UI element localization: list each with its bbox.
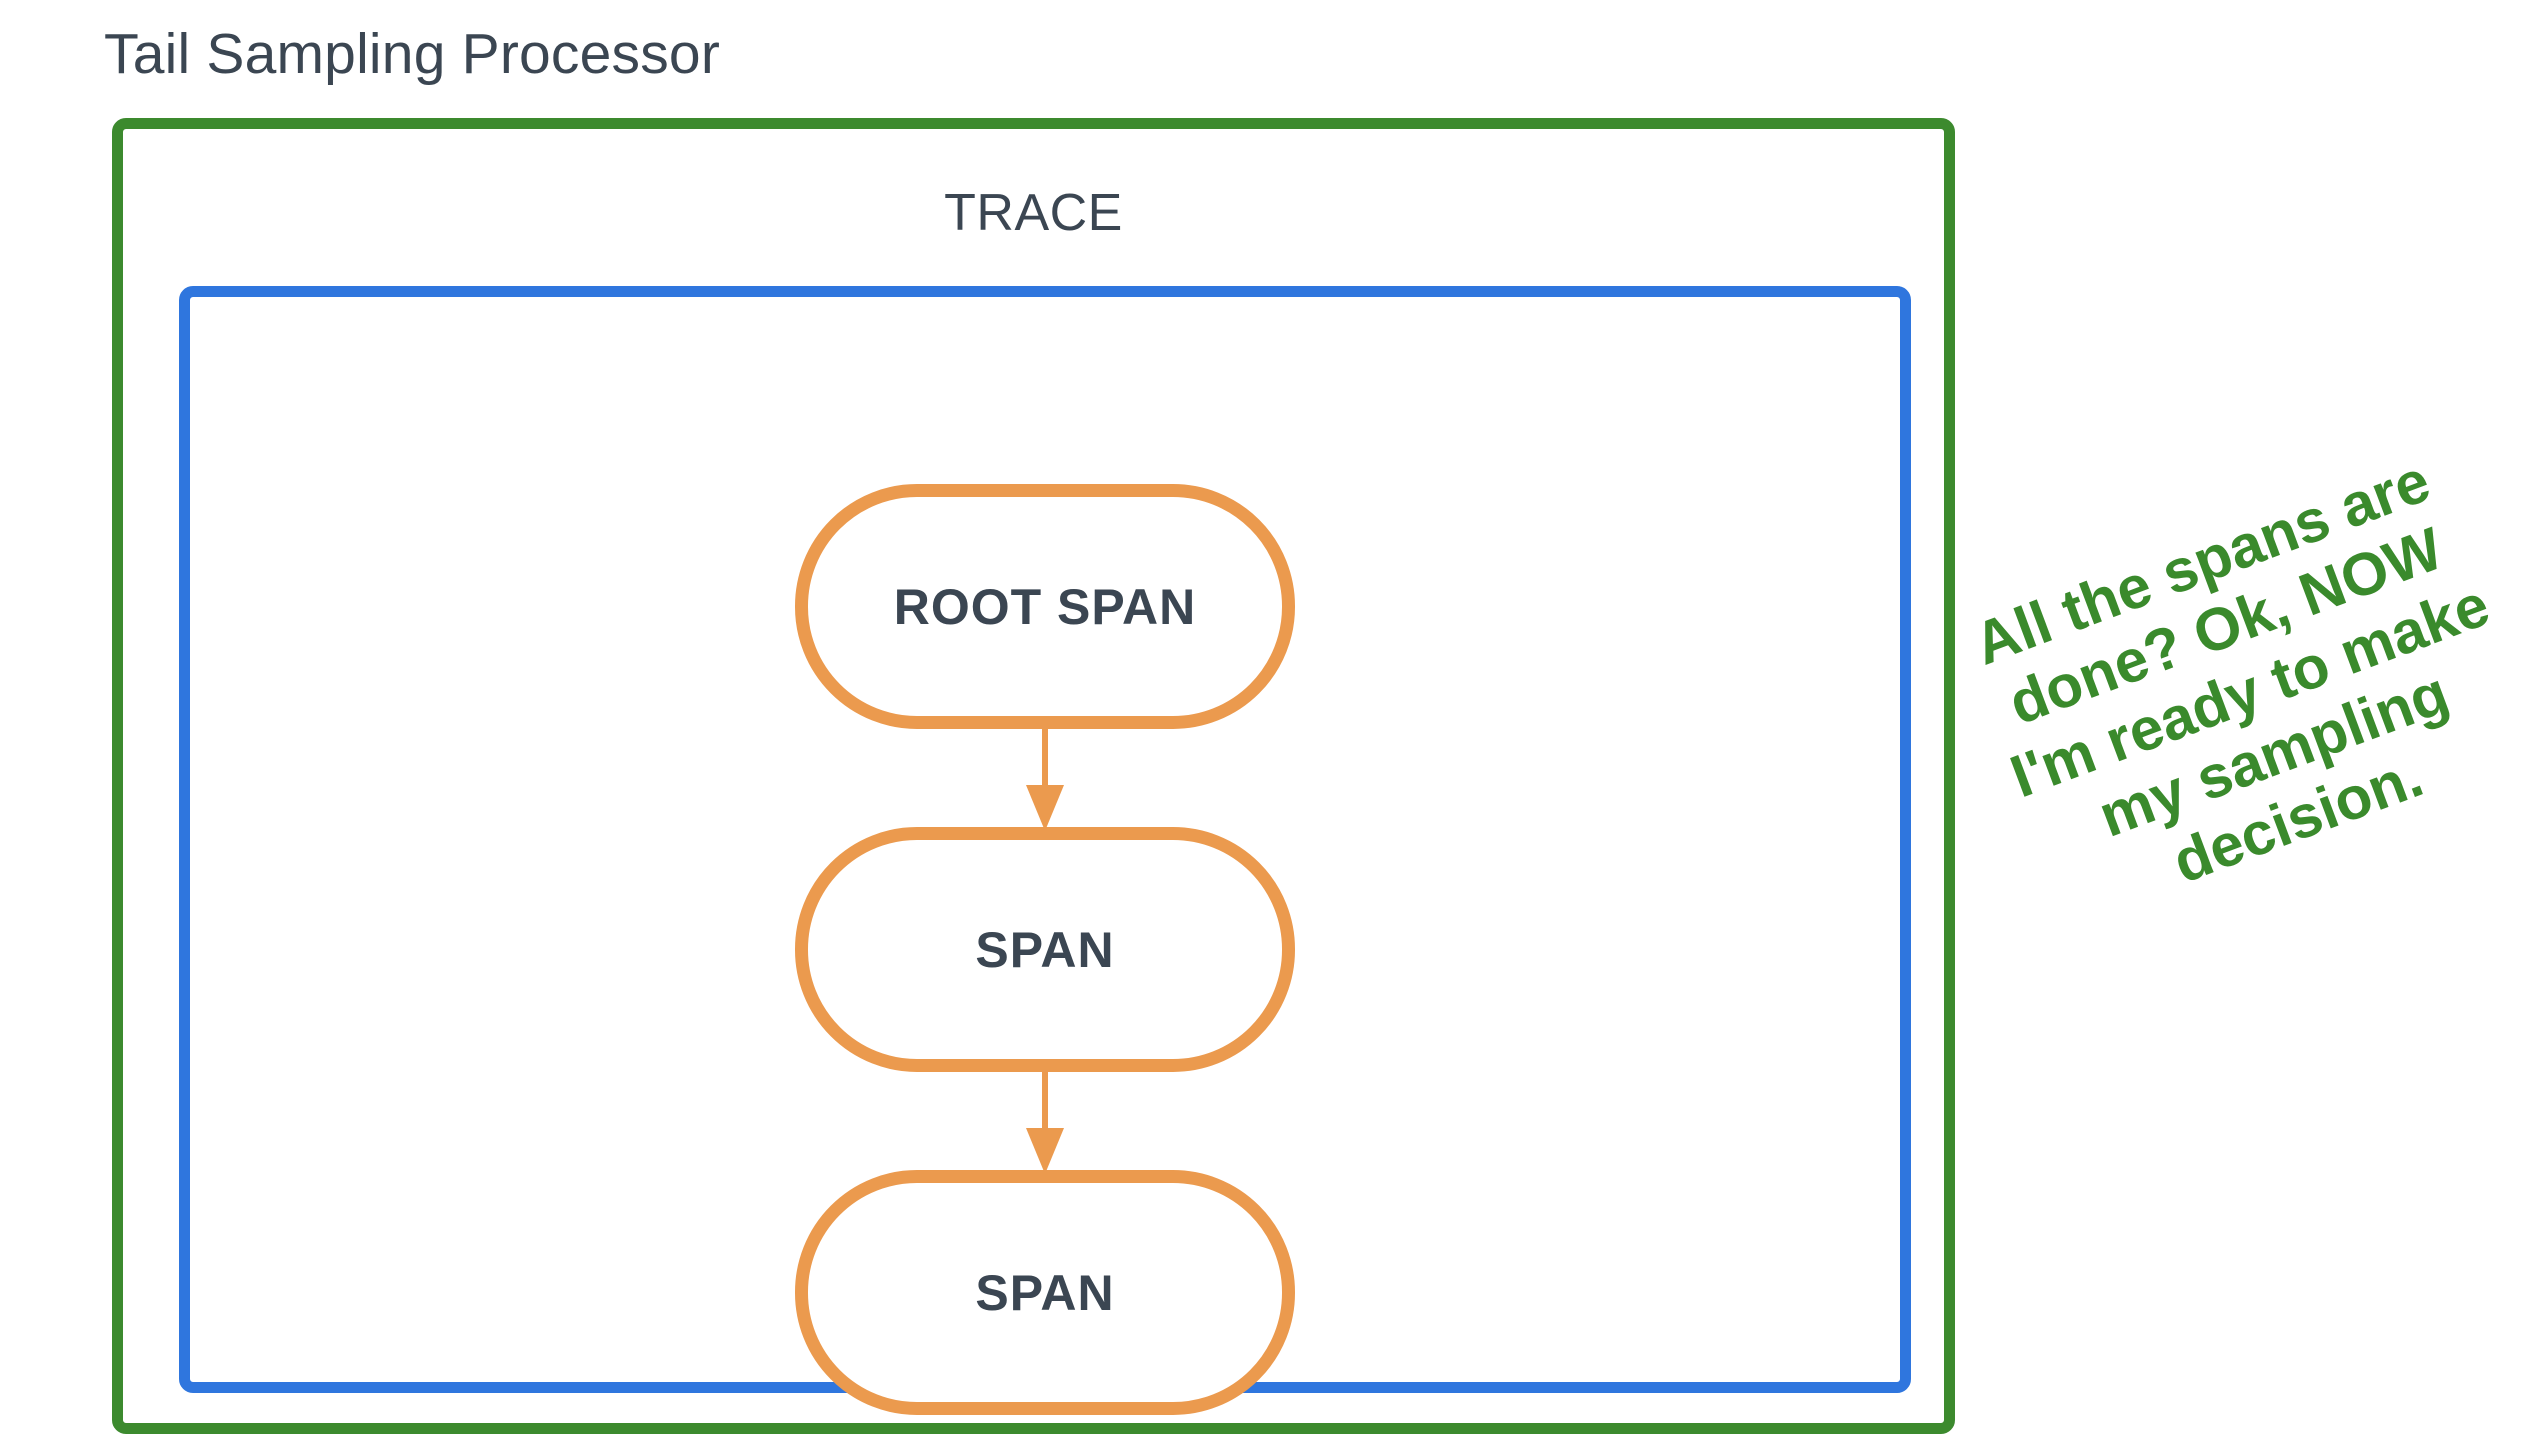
arrow-shaft [1042,729,1048,791]
span-node-2[interactable]: SPAN [795,1170,1295,1415]
sampling-decision-annotation: All the spans are done? Ok, NOW I'm read… [1965,446,2498,896]
span-node-1[interactable]: SPAN [795,827,1295,1072]
page-title: Tail Sampling Processor [104,22,721,86]
trace-label: TRACE [944,184,1123,242]
span-label-1: SPAN [975,921,1115,978]
arrow-head [1026,785,1064,831]
arrow-down-icon [1025,1072,1065,1174]
arrow-shaft [1042,1072,1048,1134]
span-flow: ROOT SPAN SPAN SPAN [190,297,1900,1415]
span-label-2: SPAN [975,1264,1115,1321]
root-span-label: ROOT SPAN [893,578,1197,635]
trace-box: ROOT SPAN SPAN SPAN [179,286,1911,1415]
tail-sampling-processor-box: TRACE ROOT SPAN SPAN SPAN [112,118,1955,1434]
arrow-down-icon [1025,729,1065,831]
root-span-node[interactable]: ROOT SPAN [795,484,1295,729]
arrow-head [1026,1128,1064,1174]
